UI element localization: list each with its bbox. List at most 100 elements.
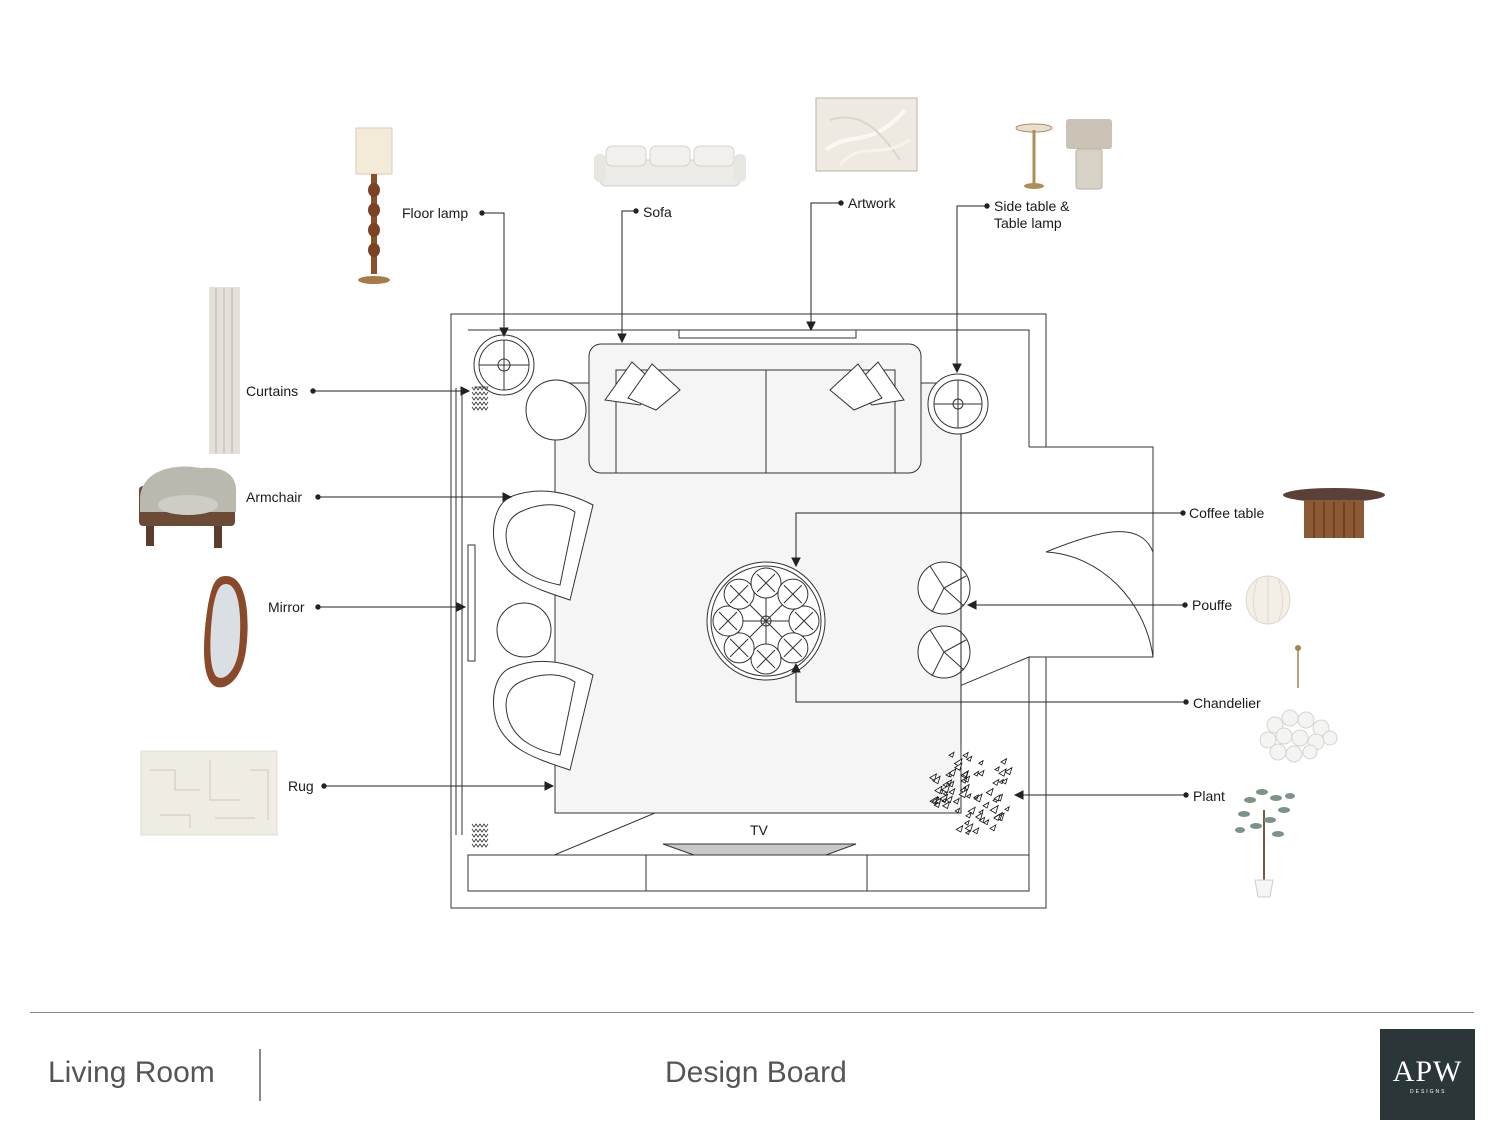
sofa-image (594, 145, 746, 187)
plant-leaf (955, 824, 964, 833)
plant-leaf (993, 794, 1001, 802)
plant-leaf (947, 780, 955, 788)
plant-leaf (964, 822, 974, 832)
chandelier-bulb-cross (729, 584, 749, 604)
chandelier-arm (765, 604, 783, 622)
label-coffee-table: Coffee table (1189, 505, 1264, 521)
floor-plan (450, 313, 1154, 909)
plant-leaf (939, 793, 949, 803)
plant-leaf (958, 788, 968, 799)
label-chandelier: Chandelier (1193, 695, 1261, 711)
label-mirror: Mirror (268, 599, 305, 615)
plant-leaf (947, 768, 957, 777)
plant-leaf (959, 786, 967, 794)
chandelier-bulb-cross (756, 649, 776, 669)
label-sofa: Sofa (643, 204, 672, 220)
plant-plan (929, 751, 1013, 836)
armchair-side-table-plan (496, 602, 552, 658)
plant-leaf (934, 785, 943, 795)
cabinet-right (866, 854, 1030, 892)
plant-leaf (952, 797, 960, 805)
plant-leaf (945, 795, 953, 804)
chandelier-arm (749, 604, 767, 622)
plant-leaf (941, 784, 951, 794)
armchair-image (139, 466, 237, 548)
side-table-image (1015, 119, 1112, 190)
room-name: Living Room (48, 1056, 215, 1089)
label-rug: Rug (288, 778, 314, 794)
label-armchair: Armchair (246, 489, 302, 505)
sofa-plan (588, 343, 922, 474)
plant-leaf (977, 759, 984, 766)
plant-leaf (960, 776, 968, 784)
plant-leaf (973, 793, 979, 800)
side-table-left-plan (525, 379, 587, 441)
coffee-table-image (1283, 488, 1385, 538)
tv-screen (662, 843, 857, 856)
door-swing (1045, 447, 1154, 658)
plant-leaf (965, 811, 972, 819)
plant-leaf (973, 770, 980, 777)
label-artwork: Artwork (848, 195, 896, 211)
plant-leaf (965, 755, 973, 762)
rug-image (140, 750, 278, 836)
plant-leaf (978, 809, 984, 815)
label-tv: TV (750, 822, 769, 838)
left-window (467, 544, 476, 662)
chandelier-bulb-cross (756, 573, 776, 593)
plant-leaf (977, 769, 985, 777)
callout-labels: Floor lamp Sofa Artwork Side table & Tab… (246, 195, 1264, 838)
callout-leaders (310, 200, 1189, 800)
plant-leaf (992, 778, 1000, 786)
plant-leaf (978, 816, 986, 824)
plant-leaf (948, 751, 955, 758)
logo-text: APW (1392, 1055, 1463, 1088)
chandelier-bulb-cross (718, 611, 738, 631)
label-floor-lamp: Floor lamp (402, 205, 468, 221)
plant-leaf (985, 787, 994, 796)
plant-leaf (962, 751, 969, 759)
plant-leaf (954, 807, 961, 814)
plant-leaf (942, 790, 948, 797)
radiator-bottom (471, 823, 489, 848)
floor-lamp-image (355, 127, 393, 284)
plant-leaf (963, 783, 970, 791)
plant-leaf (972, 826, 980, 835)
chandelier-plan (712, 567, 820, 675)
chandelier-arm (749, 620, 767, 638)
pouffe-plan-2 (917, 625, 971, 679)
chandelier-bulb-cross (794, 611, 814, 631)
plant-leaf (1001, 777, 1008, 785)
plant-leaf (1004, 766, 1013, 776)
armchair-plan-top (493, 490, 594, 601)
artwork-image (815, 97, 918, 172)
logo-subtext: DESIGNS (1410, 1089, 1447, 1095)
plant-leaf (945, 771, 952, 778)
chandelier-bulb-cross (783, 638, 803, 658)
side-table-right-plan (927, 373, 989, 435)
plant-leaf (929, 795, 939, 805)
top-window (678, 329, 857, 339)
floor-lamp-plan (473, 334, 535, 396)
plant-leaf (931, 775, 941, 785)
plant-leaf (963, 819, 970, 826)
plant-leaf (998, 768, 1007, 777)
plant-image (1235, 789, 1295, 898)
plant-leaf (1004, 805, 1010, 812)
chandelier-bulb-cross (783, 584, 803, 604)
plant-leaf (948, 787, 956, 795)
plant-leaf (982, 818, 990, 826)
plant-leaf (994, 766, 1000, 772)
chandelier-arm (765, 620, 783, 638)
apw-logo: APW DESIGNS (1380, 1029, 1475, 1120)
plant-leaf (929, 772, 938, 781)
plant-leaf (964, 829, 971, 836)
label-pouffe: Pouffe (1192, 597, 1232, 613)
plant-leaf (993, 813, 1001, 822)
plant-leaf (942, 781, 949, 788)
curtains-image (209, 287, 240, 454)
label-plant: Plant (1193, 788, 1225, 804)
plant-leaf (974, 812, 984, 821)
footer-divider-line (30, 1012, 1474, 1013)
chandelier-image (1259, 645, 1338, 763)
